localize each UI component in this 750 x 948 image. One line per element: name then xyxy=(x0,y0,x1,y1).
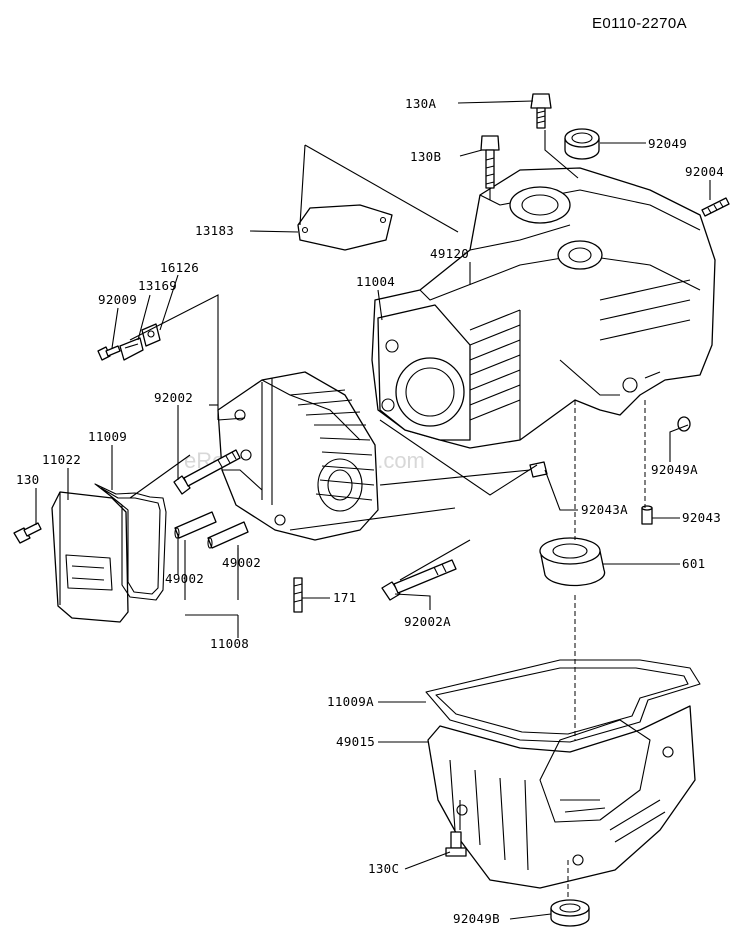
label-92049A: 92049A xyxy=(651,462,698,477)
bolt-130C xyxy=(445,831,467,857)
label-49002-upper: 49002 xyxy=(222,555,261,570)
label-16126: 16126 xyxy=(160,260,199,275)
label-11009: 11009 xyxy=(88,429,127,444)
dowel-92043A xyxy=(529,461,548,478)
label-92049: 92049 xyxy=(648,136,687,151)
label-130A: 130A xyxy=(405,96,436,111)
label-92043A: 92043A xyxy=(581,502,628,517)
gasket-11009 xyxy=(94,483,167,601)
grouping-lines xyxy=(129,130,646,900)
label-92049B: 92049B xyxy=(453,911,500,926)
label-601: 601 xyxy=(682,556,705,571)
label-130: 130 xyxy=(16,472,39,487)
gasket-13183 xyxy=(297,204,393,251)
dowel-92043 xyxy=(641,505,653,525)
label-130C: 130C xyxy=(368,861,399,876)
label-49120: 49120 xyxy=(430,246,469,261)
oil-seal-92049 xyxy=(564,128,600,160)
bearing-601 xyxy=(539,537,606,587)
label-11009A: 11009A xyxy=(327,694,374,709)
oil-pan-49015 xyxy=(427,705,696,889)
label-11022: 11022 xyxy=(42,452,81,467)
stud-171 xyxy=(293,577,303,613)
label-13183: 13183 xyxy=(195,223,234,238)
leader-lines xyxy=(35,100,711,920)
bolt-130A xyxy=(530,93,552,129)
stud-92004 xyxy=(701,197,730,217)
bolt-92002 xyxy=(173,449,241,495)
valve-guide-49002-b xyxy=(207,521,249,549)
rocker-cover-11022 xyxy=(51,491,129,623)
label-11008: 11008 xyxy=(210,636,249,651)
plate-16126 xyxy=(141,323,161,347)
cylinder-head xyxy=(217,371,379,541)
bolt-92002A xyxy=(381,559,457,601)
plug-92049A xyxy=(677,416,691,432)
label-92004: 92004 xyxy=(685,164,724,179)
valve-guide-49002-a xyxy=(174,511,217,539)
bolt-130 xyxy=(13,522,42,544)
gasket-11009A xyxy=(425,659,701,743)
label-49015: 49015 xyxy=(336,734,375,749)
label-49002-lower: 49002 xyxy=(165,571,204,586)
diagram-code: E0110-2270A xyxy=(592,15,687,32)
oil-seal-92049B xyxy=(550,899,590,927)
bolt-92009 xyxy=(97,345,121,361)
label-11004: 11004 xyxy=(356,274,395,289)
bolt-130B xyxy=(480,135,500,189)
label-92009: 92009 xyxy=(98,292,137,307)
label-130B: 130B xyxy=(410,149,441,164)
crankcase-body xyxy=(371,167,716,449)
bracket-13169 xyxy=(119,337,144,361)
label-92043: 92043 xyxy=(682,510,721,525)
label-171: 171 xyxy=(333,590,356,605)
label-92002A: 92002A xyxy=(404,614,451,629)
label-92002: 92002 xyxy=(154,390,193,405)
label-13169: 13169 xyxy=(138,278,177,293)
